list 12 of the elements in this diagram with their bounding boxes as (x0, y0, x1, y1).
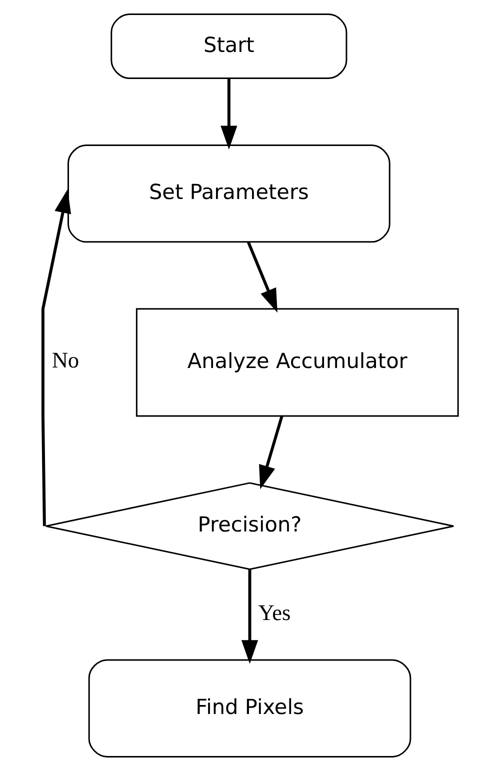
edge-label: No (51, 348, 79, 373)
node-box: Find Pixels (88, 659, 411, 758)
node-box: Set Parameters (67, 144, 390, 243)
node-box: Start (110, 14, 347, 80)
edge-label: Yes (258, 600, 290, 625)
node-diamond: Precision? (44, 482, 454, 570)
arrow (246, 242, 277, 313)
node-box: Analyze Accumulator (135, 308, 458, 417)
arrow (40, 189, 71, 526)
arrow (258, 416, 283, 490)
arrow (220, 78, 237, 150)
arrow (240, 570, 258, 664)
